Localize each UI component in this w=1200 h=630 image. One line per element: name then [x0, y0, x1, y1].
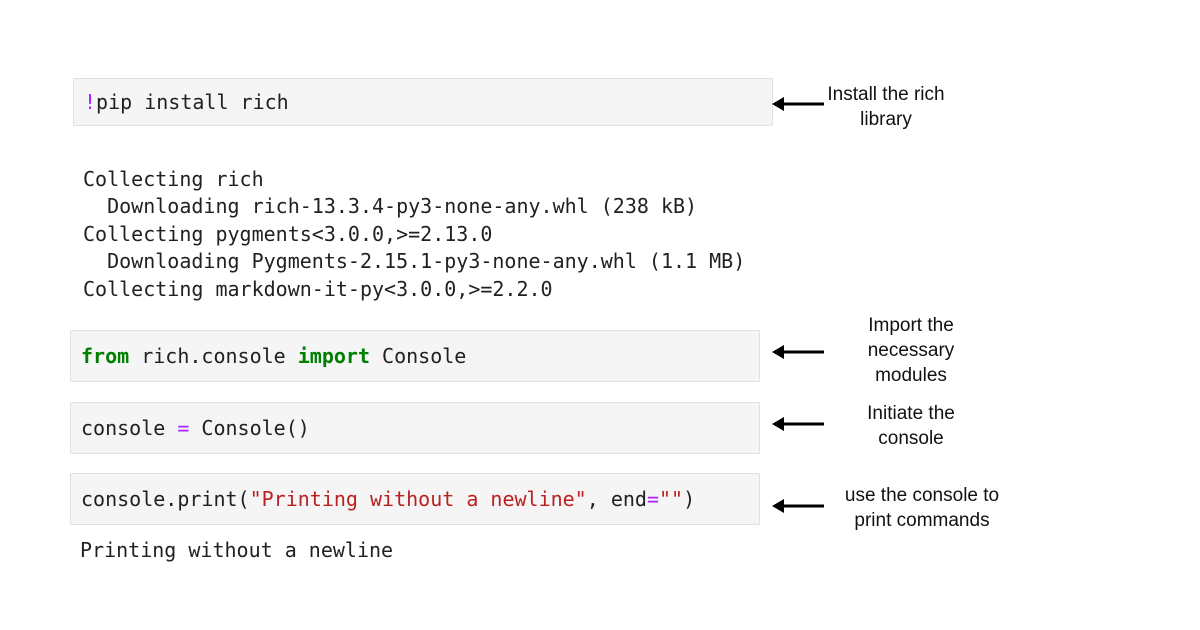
annotation-line: library — [860, 109, 912, 130]
annotation-print: use the console to print commands — [822, 483, 1022, 533]
install-command: pip install rich — [96, 90, 289, 114]
code-cell-print[interactable]: console.print("Printing without a newlin… — [70, 473, 760, 525]
print-operator: = — [646, 487, 659, 511]
module-path: rich.console — [129, 344, 298, 368]
annotation-line: print commands — [854, 510, 990, 531]
output-line: Downloading rich-13.3.4-py3-none-any.whl… — [83, 194, 698, 218]
constructor-call: Console() — [189, 416, 310, 440]
print-call-close: ) — [683, 487, 696, 511]
annotation-line: console — [878, 428, 944, 449]
annotation-line: Install the rich — [827, 84, 945, 105]
annotation-init: Initiate the console — [836, 401, 986, 451]
keyword-import: import — [297, 344, 370, 368]
annotation-import: Import the necessary modules — [836, 313, 986, 388]
annotation-line: modules — [875, 365, 947, 386]
print-sep: , end — [586, 487, 647, 511]
annotation-line: Initiate the — [867, 403, 955, 424]
annotation-line: Import the — [868, 315, 954, 336]
annotation-line: use the console to — [844, 485, 1000, 506]
print-output: Printing without a newline — [80, 538, 394, 562]
keyword-from: from — [81, 344, 130, 368]
code-cell-init[interactable]: console = Console() — [70, 402, 760, 454]
output-line: Collecting rich — [83, 166, 264, 191]
variable-name: console — [81, 416, 178, 440]
output-line: Collecting markdown-it-py<3.0.0,>=2.2.0 — [83, 276, 553, 301]
arrow-left-icon — [772, 97, 824, 111]
install-output: Collecting rich Downloading rich-13.3.4-… — [83, 138, 745, 331]
assign-operator: = — [177, 416, 190, 440]
output-line: Collecting pygments<3.0.0,>=2.13.0 — [83, 221, 493, 246]
arrow-left-icon — [772, 345, 824, 359]
arrow-left-icon — [772, 499, 824, 513]
code-cell-install[interactable]: !pip install rich — [73, 78, 773, 126]
code-cell-import[interactable]: from rich.console import Console — [70, 330, 760, 382]
print-string: "Printing without a newline" — [249, 487, 587, 511]
annotation-line: necessary — [867, 340, 955, 361]
print-call-open: console.print( — [81, 487, 250, 511]
magic-bang: ! — [84, 90, 97, 114]
arrow-left-icon — [772, 417, 824, 431]
annotation-install: Install the rich library — [806, 82, 966, 132]
imported-name: Console — [370, 344, 467, 368]
print-end-string: "" — [659, 487, 684, 511]
output-line: Downloading Pygments-2.15.1-py3-none-any… — [83, 249, 746, 273]
